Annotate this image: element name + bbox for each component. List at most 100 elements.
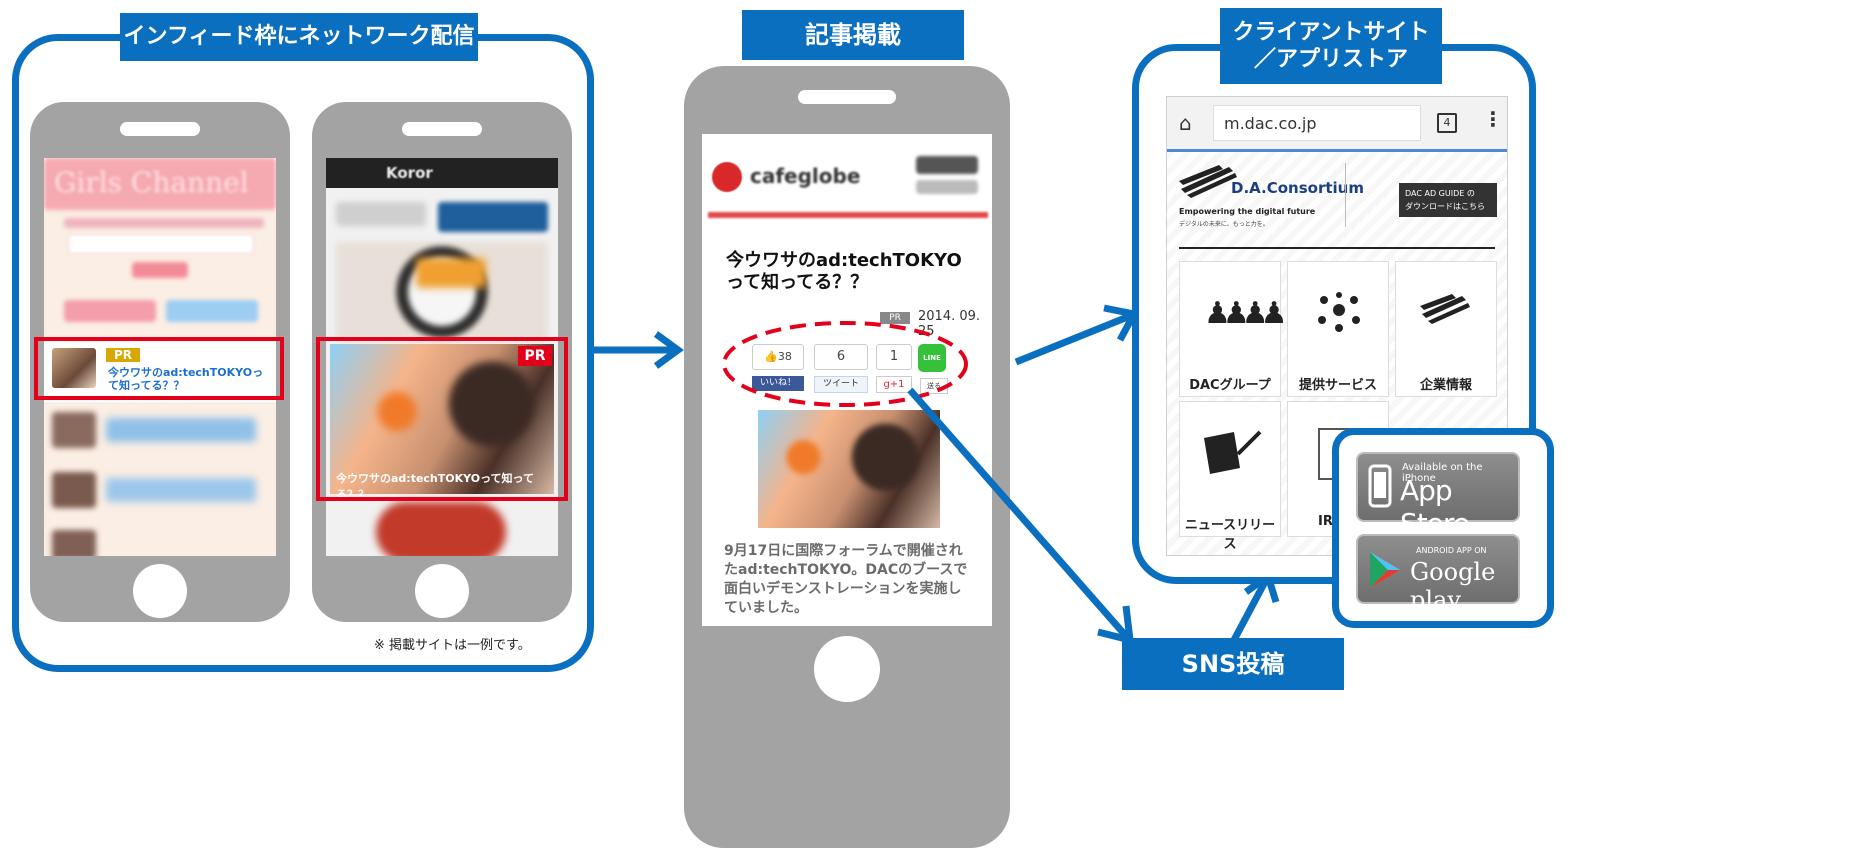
blurred-image-accent xyxy=(416,258,486,288)
blurred-image xyxy=(376,502,506,556)
ad-title[interactable]: 今ウワサのad:techTOKYOって知ってる？？ xyxy=(108,366,264,392)
tweet-button[interactable]: ツイート xyxy=(814,376,868,393)
tile-label: 提供サービス xyxy=(1298,378,1377,393)
sns-label: SNS投稿 xyxy=(1122,638,1344,690)
site-header-title: Koror xyxy=(386,164,433,182)
dac-stripes-logo-icon xyxy=(1179,165,1237,198)
pr-tag: PR xyxy=(880,312,910,324)
site-header xyxy=(326,158,558,188)
like-button[interactable]: いいね！ xyxy=(752,376,804,391)
tile-news-release[interactable]: ニュースリリース xyxy=(1179,401,1281,552)
flow-arrow xyxy=(588,331,684,369)
article-image-blur xyxy=(758,410,940,528)
blurred-list-thumb xyxy=(52,472,96,508)
tab-count-button[interactable]: 4 xyxy=(1437,113,1457,133)
blurred-tab-pink xyxy=(64,300,156,322)
tile-company-info[interactable]: 企業情報 xyxy=(1395,261,1497,397)
article-image xyxy=(758,410,940,528)
brand-divider xyxy=(1345,163,1346,227)
home-icon[interactable]: ⌂ xyxy=(1179,111,1192,135)
article-body: 9月17日に国際フォーラムで開催されたad:techTOKYO。DACのブースで… xyxy=(724,543,968,616)
phone-home-button xyxy=(814,636,880,702)
flow-arrow xyxy=(1014,304,1140,366)
blurred-image xyxy=(336,242,548,342)
site-name: cafeglobe xyxy=(750,164,861,188)
stripes-logo-icon xyxy=(1420,294,1470,324)
brand-tagline-ja: デジタルの未来に、もっと力を。 xyxy=(1179,221,1269,228)
url-text: m.dac.co.jp xyxy=(1224,114,1317,133)
blurred-searchbox xyxy=(68,234,254,254)
middle-panel-title: 記事掲載 xyxy=(742,10,964,60)
ad-image-blur xyxy=(330,344,554,494)
tile-label: 企業情報 xyxy=(1419,378,1472,393)
iphone-icon xyxy=(1368,464,1392,508)
blurred-nav xyxy=(916,180,978,194)
infeed-ad-card[interactable]: 今ウワサのad:techTOKYOって知ってる？？ xyxy=(330,344,554,501)
footnote: ※ 掲載サイトは一例です。 xyxy=(374,638,531,653)
app-store-small-text: Available on the iPhone xyxy=(1402,462,1483,484)
google-play-big-text: Google play xyxy=(1410,558,1496,614)
highlight-box xyxy=(316,337,568,501)
phone-mockup-1: Girls Channel PR 今ウワサのad:techTOKYOって知ってる… xyxy=(30,102,290,622)
header-divider xyxy=(708,212,988,218)
ad-guide-line2: ダウンロードはこちら xyxy=(1405,202,1485,211)
phone-screen: cafeglobe 今ウワサのad:techTOKYOって知ってる？？ PR 2… xyxy=(702,134,992,626)
network-icon xyxy=(1318,292,1360,332)
blurred-line xyxy=(64,218,264,228)
right-panel-title: クライアントサイト ／アプリストア xyxy=(1220,8,1442,84)
highlight-box xyxy=(34,337,284,400)
article-headline: 今ウワサのad:techTOKYOって知ってる？？ xyxy=(726,250,962,293)
like-count: 👍38 xyxy=(752,344,804,370)
social-highlight-ellipse xyxy=(722,321,968,407)
phone-screen: Girls Channel PR 今ウワサのad:techTOKYOって知ってる… xyxy=(44,158,276,556)
ad-thumbnail xyxy=(52,348,96,388)
article-date: 2014. 09. 25 xyxy=(918,309,981,339)
tile-label: DACグループ xyxy=(1189,378,1271,393)
gplus-button[interactable]: g+1 xyxy=(876,376,912,393)
blurred-nav xyxy=(916,156,978,174)
right-panel-title-line1: クライアントサイト xyxy=(1232,19,1430,45)
site-logo-icon xyxy=(712,162,742,192)
gplus-count: 1 xyxy=(876,344,912,370)
ad-guide-line1: DAC AD GUIDE の xyxy=(1405,189,1475,198)
blurred-button xyxy=(132,262,188,278)
blurred-list-thumb xyxy=(52,412,96,448)
menu-dots-icon[interactable]: ⋮ xyxy=(1483,107,1503,131)
pr-badge: PR xyxy=(518,346,552,366)
app-store-badge[interactable]: Available on the iPhone App Store xyxy=(1356,452,1520,540)
ad-guide-download-button[interactable]: DAC AD GUIDE の ダウンロードはこちら xyxy=(1399,183,1497,217)
site-header xyxy=(44,158,276,210)
book-pen-icon xyxy=(1204,430,1262,474)
tile-dac-group[interactable]: ♟♟♟♟ DACグループ xyxy=(1179,261,1288,397)
people-icon: ♟♟♟♟ xyxy=(1204,296,1288,331)
brand-tagline: Empowering the digital future xyxy=(1179,207,1316,216)
blurred-list-text xyxy=(106,418,256,442)
section-divider xyxy=(1179,247,1495,249)
blurred-line xyxy=(336,202,426,226)
blurred-list-thumb xyxy=(52,530,96,556)
tile-label: IR xyxy=(1318,514,1333,529)
blurred-list-text xyxy=(106,478,256,502)
app-store-big-text: App Store xyxy=(1400,474,1470,540)
google-play-badge[interactable]: ANDROID APP ON Google play xyxy=(1356,534,1520,614)
flow-arrow xyxy=(907,387,1135,645)
right-panel-title-line2: ／アプリストア xyxy=(1253,47,1408,72)
phone-speaker xyxy=(120,122,200,136)
google-play-small-text: ANDROID APP ON xyxy=(1416,546,1487,555)
url-field[interactable]: m.dac.co.jp xyxy=(1213,105,1421,141)
thumbs-up-icon: 👍 xyxy=(764,350,778,363)
brand-name: D.A.Consortium xyxy=(1231,179,1364,197)
article-phone: cafeglobe 今ウワサのad:techTOKYOって知ってる？？ PR 2… xyxy=(684,66,1010,848)
blurred-banner xyxy=(438,202,548,232)
phone-home-button xyxy=(415,564,469,618)
tile-services[interactable]: 提供サービス xyxy=(1287,261,1389,397)
pr-badge: PR xyxy=(106,348,140,362)
line-button[interactable]: LINE xyxy=(918,344,946,372)
phone-speaker xyxy=(798,90,896,104)
phone-speaker xyxy=(402,122,482,136)
like-count-value: 38 xyxy=(777,350,792,363)
infeed-ad-row[interactable]: PR 今ウワサのad:techTOKYOって知ってる？？ xyxy=(44,342,276,402)
phone-home-button xyxy=(133,564,187,618)
tweet-count: 6 xyxy=(814,344,868,370)
blurred-tab-blue xyxy=(166,300,258,322)
